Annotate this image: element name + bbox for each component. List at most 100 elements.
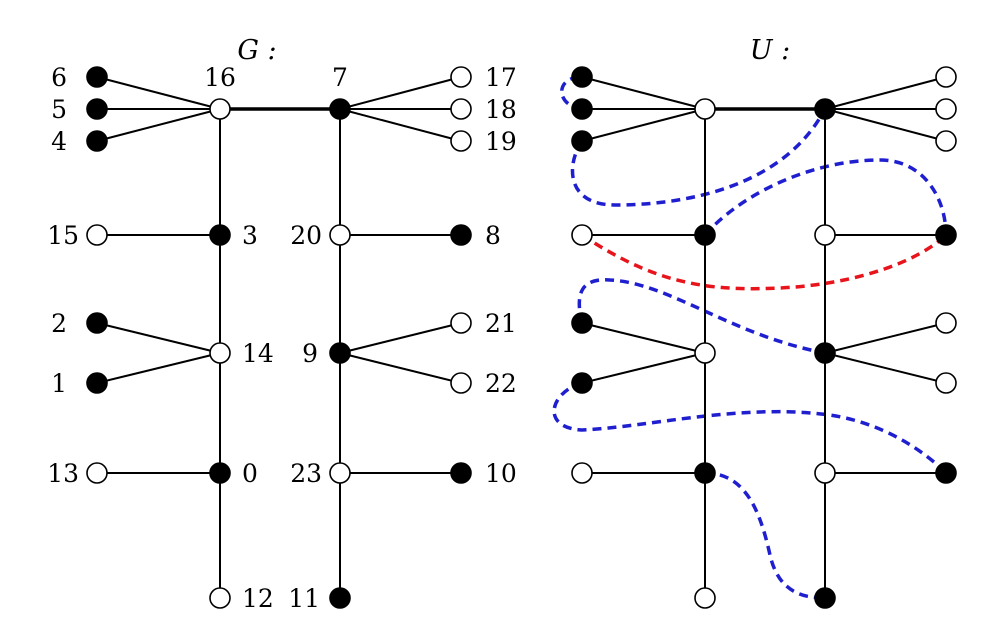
node-label-6: 6 bbox=[51, 63, 67, 92]
node-label-2: 2 bbox=[51, 309, 67, 338]
node-g-20 bbox=[329, 224, 351, 246]
extra-edge-1-10 bbox=[552, 381, 948, 475]
node-label-15: 15 bbox=[47, 221, 79, 250]
node-g-14 bbox=[209, 342, 231, 364]
node-u-3 bbox=[694, 224, 716, 246]
node-g-11 bbox=[329, 587, 351, 609]
node-g-8 bbox=[450, 224, 472, 246]
extra-edges-layer bbox=[552, 75, 948, 600]
node-u-11 bbox=[814, 587, 836, 609]
edge-g-7-19 bbox=[339, 108, 462, 142]
node-u-9 bbox=[814, 342, 836, 364]
extra-edge-4-7 bbox=[570, 108, 827, 207]
extra-edge-3-8 bbox=[703, 158, 948, 237]
node-u-8 bbox=[935, 224, 957, 246]
edge-u-7-17 bbox=[824, 76, 947, 110]
node-u-12 bbox=[694, 587, 716, 609]
node-label-9: 9 bbox=[302, 339, 318, 368]
node-u-2 bbox=[571, 312, 593, 334]
node-label-21: 21 bbox=[485, 309, 517, 338]
node-u-22 bbox=[935, 372, 957, 394]
node-g-7 bbox=[329, 98, 351, 120]
edge-u-2-14 bbox=[581, 322, 706, 354]
node-g-0 bbox=[209, 462, 231, 484]
node-g-21 bbox=[450, 312, 472, 334]
edge-u-7-19 bbox=[824, 108, 947, 142]
node-g-10 bbox=[450, 462, 472, 484]
node-u-21 bbox=[935, 312, 957, 334]
node-u-13 bbox=[571, 462, 593, 484]
node-u-5 bbox=[571, 98, 593, 120]
edge-u-4-16 bbox=[581, 108, 706, 142]
node-g-16 bbox=[209, 98, 231, 120]
node-u-1 bbox=[571, 372, 593, 394]
node-g-22 bbox=[450, 372, 472, 394]
node-label-4: 4 bbox=[51, 127, 67, 156]
node-g-13 bbox=[86, 462, 108, 484]
node-u-14 bbox=[694, 342, 716, 364]
node-label-11: 11 bbox=[288, 584, 320, 613]
node-label-3: 3 bbox=[242, 221, 258, 250]
node-g-23 bbox=[329, 462, 351, 484]
node-label-10: 10 bbox=[485, 459, 517, 488]
node-g-6 bbox=[86, 66, 108, 88]
node-label-5: 5 bbox=[51, 95, 67, 124]
edge-g-9-21 bbox=[339, 322, 462, 354]
edges-layer bbox=[96, 76, 947, 598]
node-u-6 bbox=[571, 66, 593, 88]
edge-g-1-14 bbox=[96, 352, 221, 384]
node-g-4 bbox=[86, 130, 108, 152]
extra-edge-15-8 bbox=[581, 233, 948, 291]
node-label-14: 14 bbox=[242, 339, 274, 368]
extra-edge-2-9 bbox=[577, 278, 826, 355]
node-label-16: 16 bbox=[204, 63, 236, 92]
edge-g-7-17 bbox=[339, 76, 462, 110]
node-label-0: 0 bbox=[242, 459, 258, 488]
node-g-18 bbox=[450, 98, 472, 120]
node-u-23 bbox=[814, 462, 836, 484]
edge-g-6-16 bbox=[96, 76, 221, 110]
edge-g-4-16 bbox=[96, 108, 221, 142]
edge-u-9-21 bbox=[824, 322, 947, 354]
extra-edge-0-11 bbox=[704, 471, 826, 600]
node-u-7 bbox=[814, 98, 836, 120]
edge-u-1-14 bbox=[581, 352, 706, 384]
node-u-20 bbox=[814, 224, 836, 246]
node-u-16 bbox=[694, 98, 716, 120]
panel-title-u: U : bbox=[750, 35, 790, 66]
panel-title-g: G : bbox=[237, 35, 276, 66]
node-u-0 bbox=[694, 462, 716, 484]
node-u-19 bbox=[935, 130, 957, 152]
node-g-17 bbox=[450, 66, 472, 88]
node-label-1: 1 bbox=[51, 369, 67, 398]
node-g-1 bbox=[86, 372, 108, 394]
node-g-5 bbox=[86, 98, 108, 120]
edge-g-9-22 bbox=[339, 352, 462, 384]
node-g-2 bbox=[86, 312, 108, 334]
node-u-10 bbox=[935, 462, 957, 484]
node-u-17 bbox=[935, 66, 957, 88]
node-g-12 bbox=[209, 587, 231, 609]
node-u-15 bbox=[571, 224, 593, 246]
node-label-19: 19 bbox=[485, 127, 517, 156]
node-label-8: 8 bbox=[485, 221, 501, 250]
node-label-12: 12 bbox=[242, 584, 274, 613]
node-g-19 bbox=[450, 130, 472, 152]
node-g-15 bbox=[86, 224, 108, 246]
node-label-17: 17 bbox=[485, 63, 517, 92]
node-label-18: 18 bbox=[485, 95, 517, 124]
node-u-4 bbox=[571, 130, 593, 152]
edge-u-9-22 bbox=[824, 352, 947, 384]
nodes-layer bbox=[86, 66, 957, 609]
node-g-9 bbox=[329, 342, 351, 364]
node-g-3 bbox=[209, 224, 231, 246]
node-label-7: 7 bbox=[332, 63, 348, 92]
node-label-23: 23 bbox=[290, 459, 322, 488]
node-label-13: 13 bbox=[47, 459, 79, 488]
edge-g-2-14 bbox=[96, 322, 221, 354]
node-label-20: 20 bbox=[290, 221, 322, 250]
edge-u-6-16 bbox=[581, 76, 706, 110]
node-label-22: 22 bbox=[485, 369, 517, 398]
